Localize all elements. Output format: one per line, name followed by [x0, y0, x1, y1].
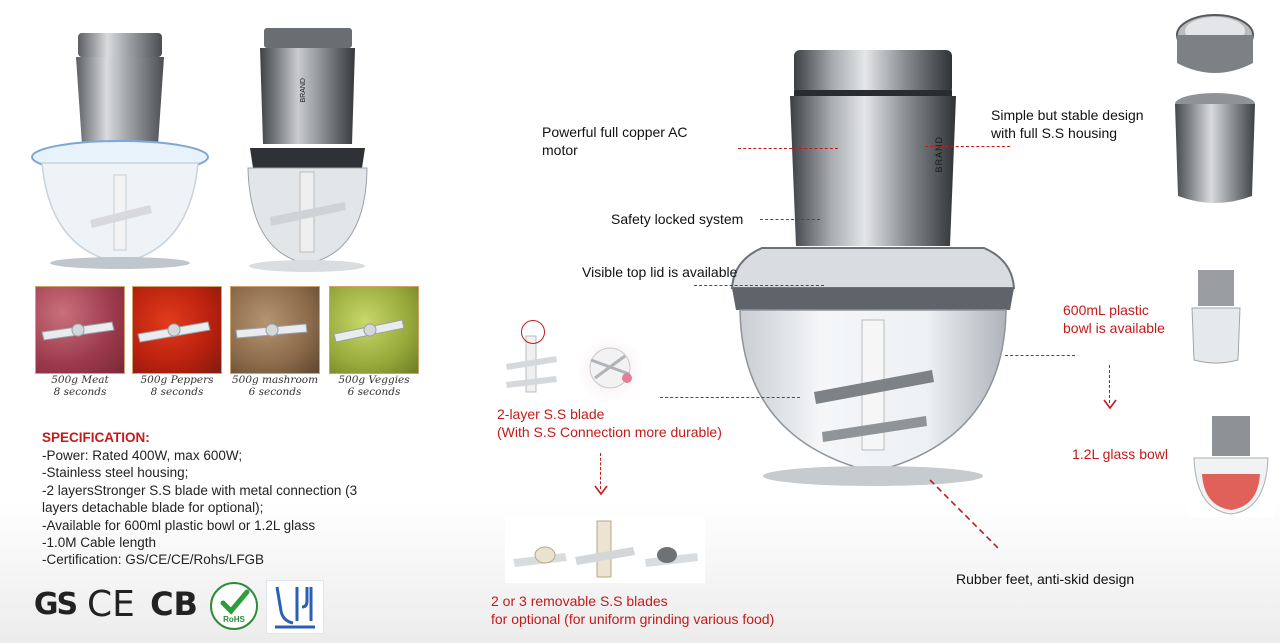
label-blade: 2-layer S.S blade(With S.S Connection mo… — [497, 406, 722, 440]
callout-line-design — [925, 146, 1010, 147]
spec-line: -2 layersStronger S.S blade with metal c… — [42, 482, 358, 516]
chopper-photo-plastic: BRAND — [240, 22, 375, 277]
spec-line: -Certification: GS/CE/CE/Rohs/LFGB — [42, 552, 265, 568]
plastic-bowl-photo — [1188, 268, 1244, 368]
food-blades — [41, 319, 405, 343]
cb-badge: CB — [150, 585, 198, 623]
spec-line: -Power: Rated 400W, max 600W; — [42, 448, 243, 463]
label-safety: Safety locked system — [611, 211, 744, 227]
spec-line: -1.0M Cable length — [42, 535, 157, 551]
callout-line-feet — [929, 479, 1001, 551]
glass-bowl-photo — [1188, 412, 1274, 517]
blade-highlight-circle — [521, 320, 545, 344]
label-feet: Rubber feet, anti-skid design — [956, 571, 1135, 587]
lid-photo-top — [1172, 5, 1258, 83]
removable-blades-photo — [505, 515, 705, 583]
callout-line-safety — [760, 219, 820, 220]
housing-photo — [1170, 88, 1260, 213]
chopper-main-photo: BRAND — [722, 40, 1024, 500]
label-glass-bowl: 1.2L glass bowl — [1072, 446, 1168, 462]
callout-line-plastic — [1005, 355, 1075, 356]
spec-list: -Power: Rated 400W, max 600W; -Stainless… — [42, 447, 392, 569]
spec-line: -Stainless steel housing; — [42, 465, 189, 481]
food-safe-icon — [266, 580, 324, 634]
callout-line-motor — [738, 148, 838, 149]
brand-mark-main: BRAND — [934, 136, 944, 173]
arrow-down-icon — [594, 485, 608, 496]
arrow-line-glass — [1109, 365, 1110, 403]
ce-badge: CE — [87, 583, 135, 625]
spec-title: SPECIFICATION: — [42, 430, 150, 445]
blade-connection-photo — [575, 338, 645, 402]
label-lid: Visible top lid is available — [582, 264, 738, 280]
check-icon — [220, 589, 250, 615]
arrow-down-icon — [1103, 399, 1117, 410]
brand-mark: BRAND — [300, 78, 307, 103]
arrow-line-blades — [600, 453, 601, 489]
rohs-badge: RoHS — [210, 582, 258, 630]
callout-line-lid — [694, 285, 824, 286]
chopper-photo-glass — [30, 25, 210, 270]
callout-line-blade — [660, 397, 800, 398]
spec-line: -Available for 600ml plastic bowl or 1.2… — [42, 517, 316, 533]
gs-badge: GS — [33, 586, 78, 622]
